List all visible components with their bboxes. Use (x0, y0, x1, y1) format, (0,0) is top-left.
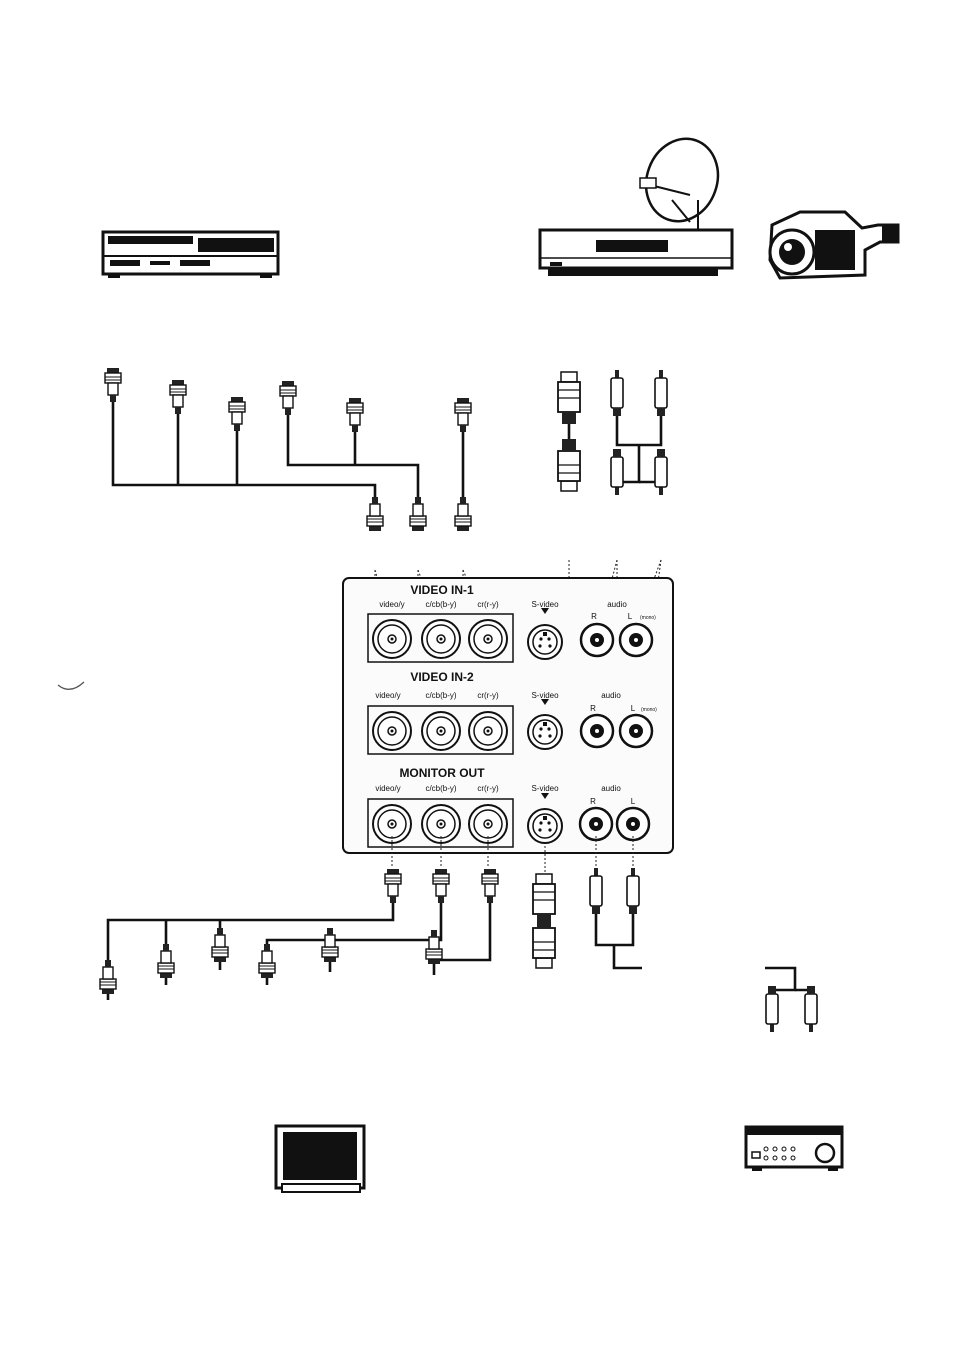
monitor-icon (276, 1126, 364, 1192)
label-r-out: R (590, 797, 596, 806)
label-cr-2: cr(r-y) (477, 691, 499, 700)
label-cr-out: cr(r-y) (477, 784, 499, 793)
camcorder-icon (770, 212, 898, 278)
label-cb-out: c/cb(b-y) (425, 784, 456, 793)
label-cr-1: cr(r-y) (477, 600, 499, 609)
label-svideo-2: S-video (531, 691, 559, 700)
section-title-video-in-1: VIDEO IN-1 (410, 583, 474, 597)
label-cb-2: c/cb(b-y) (425, 691, 456, 700)
label-video-y-out: video/y (375, 784, 400, 793)
label-audio-out: audio (601, 784, 621, 793)
label-mono-1: (mono) (640, 615, 656, 621)
output-cables (100, 836, 817, 1032)
label-l-out: L (631, 797, 636, 806)
section-title-video-in-2: VIDEO IN-2 (410, 670, 474, 684)
label-cb-1: c/cb(b-y) (425, 600, 456, 609)
label-r-1: R (591, 612, 597, 621)
label-video-y-2: video/y (375, 691, 400, 700)
label-r-2: R (590, 704, 596, 713)
section-title-monitor-out: MONITOR OUT (399, 766, 485, 780)
label-svideo-out: S-video (531, 784, 559, 793)
label-video-y-1: video/y (379, 600, 404, 609)
label-svideo-1: S-video (531, 600, 559, 609)
label-l-1: L (628, 612, 633, 621)
label-mono-2: (mono) (641, 707, 657, 713)
label-l-2: L (631, 704, 636, 713)
amplifier-icon (746, 1127, 842, 1171)
satellite-receiver-icon (540, 129, 732, 276)
vcr-icon (103, 232, 278, 278)
connector-panel: VIDEO IN-1 video/y c/cb(b-y) cr(r-y) S-v… (343, 578, 673, 853)
label-audio-1: audio (607, 600, 627, 609)
label-audio-2: audio (601, 691, 621, 700)
